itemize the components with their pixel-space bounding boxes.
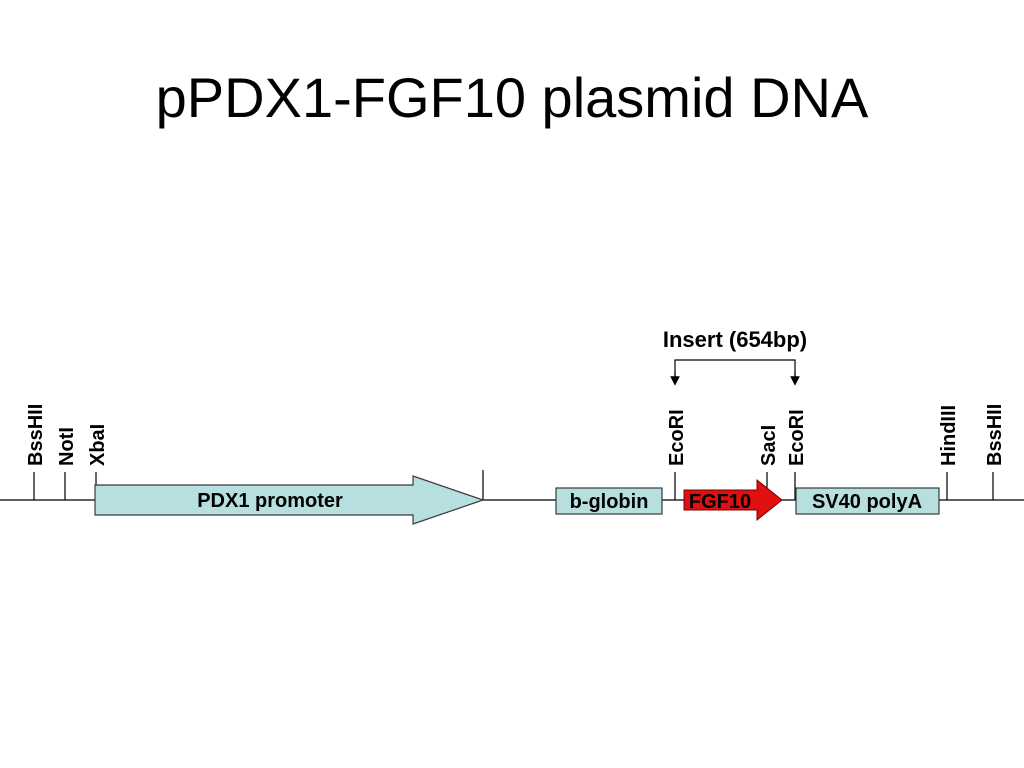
sv40-polya-box bbox=[795, 487, 940, 515]
pdx1-promoter-arrow bbox=[94, 475, 485, 525]
fgf10-label: FGF10 bbox=[689, 491, 751, 513]
b-globin-label: b-globin bbox=[570, 491, 649, 513]
sv40-polya-label: SV40 polyA bbox=[812, 491, 922, 513]
site-label-saci: SacI bbox=[758, 425, 780, 466]
site-label-bsshii-right: BssHII bbox=[984, 404, 1006, 466]
site-label-bsshii-left: BssHII bbox=[25, 404, 47, 466]
site-label-xbai: XbaI bbox=[87, 424, 109, 466]
site-label-ecori-left: EcoRI bbox=[666, 409, 688, 466]
insert-bracket bbox=[674, 359, 796, 380]
site-label-noti: NotI bbox=[56, 427, 78, 466]
insert-label: Insert (654bp) bbox=[663, 327, 807, 352]
page-title: pPDX1-FGF10 plasmid DNA bbox=[155, 66, 869, 129]
site-label-hindiii: HindIII bbox=[938, 405, 960, 466]
b-globin-box bbox=[555, 487, 663, 515]
site-label-ecori-right: EcoRI bbox=[786, 409, 808, 466]
fgf10-arrow bbox=[683, 478, 783, 522]
pdx1-promoter-label: PDX1 promoter bbox=[197, 490, 343, 512]
